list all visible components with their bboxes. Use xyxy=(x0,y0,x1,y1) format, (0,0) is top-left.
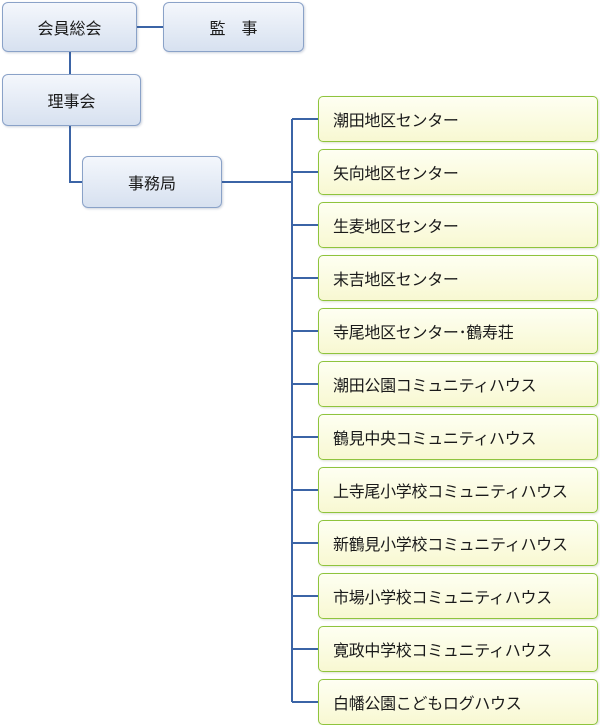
facility-box: 矢向地区センター xyxy=(318,149,598,195)
facility-box: 潮田公園コミュニティハウス xyxy=(318,361,598,407)
facility-box: 潮田地区センター xyxy=(318,96,598,142)
connector-board-to-secretariat xyxy=(69,126,82,183)
secretariat-box: 事務局 xyxy=(82,156,222,208)
facility-connectors xyxy=(291,118,318,703)
facility-box: 白幡公園こどもログハウス xyxy=(318,679,598,725)
auditor-box: 監 事 xyxy=(163,2,304,52)
facility-box: 寛政中学校コミュニティハウス xyxy=(318,626,598,672)
facility-box: 鶴見中央コミュニティハウス xyxy=(318,414,598,460)
facility-box: 末吉地区センター xyxy=(318,255,598,301)
board-box: 理事会 xyxy=(2,74,141,126)
facility-box: 市場小学校コミュニティハウス xyxy=(318,573,598,619)
facility-box: 生麦地区センター xyxy=(318,202,598,248)
facility-box: 寺尾地区センター･鶴寿荘 xyxy=(318,308,598,354)
general-meeting-box: 会員総会 xyxy=(2,2,137,52)
facility-box: 新鶴見小学校コミュニティハウス xyxy=(318,520,598,566)
facility-box: 上寺尾小学校コミュニティハウス xyxy=(318,467,598,513)
